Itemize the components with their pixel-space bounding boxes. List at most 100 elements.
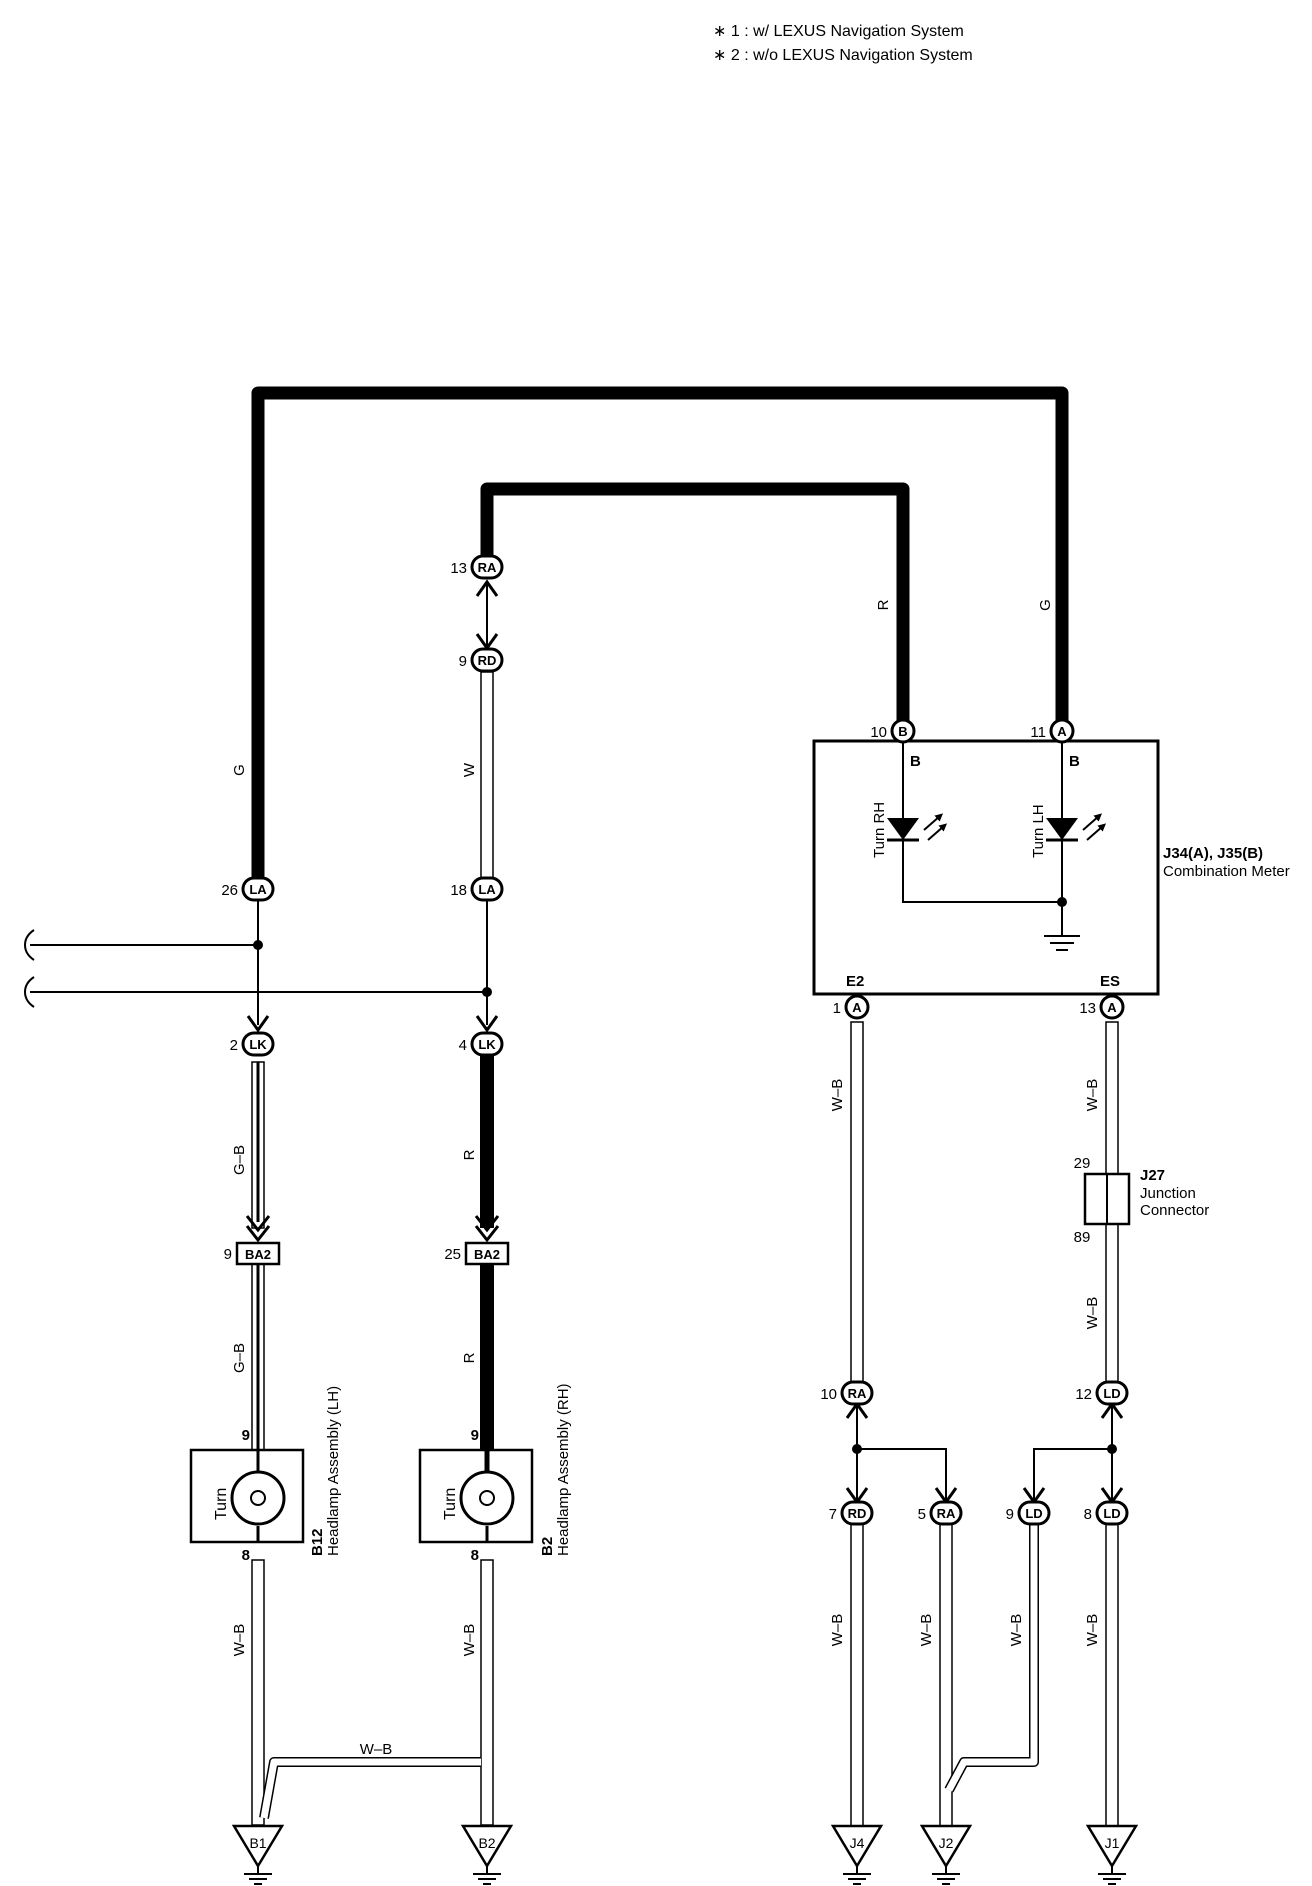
connector-ra-13: RA 13 [450,554,504,580]
connector-meter-a-1: A 1 [833,994,870,1020]
connector-ra-5: RA 5 [918,1500,963,1526]
wire-wb-j2b [944,1522,1039,1793]
connector-code: LK [249,1037,267,1052]
connector-pin: 26 [221,882,238,899]
headlamp-lh: Turn 9 8 B12 Headlamp Assembly (LH) [189,1386,342,1564]
connector-pin: 13 [450,560,467,577]
wire-wb-e2 [850,1021,864,1383]
bulb-icon [459,1470,515,1526]
junction-pin-top: 29 [1074,1155,1091,1172]
label-wire-gb-lower: G–B [231,1343,248,1373]
wire-wb-es [1105,1021,1119,1383]
meter-e2-label: E2 [846,973,864,990]
connector-pin: 10 [820,1386,837,1403]
wire-wb-bridge [259,1757,481,1819]
connector-code: RD [848,1506,867,1521]
junction-name-1: Junction [1140,1185,1196,1202]
wire-wb-b12 [251,1559,265,1826]
headlamp-lh-id: B12 [309,1528,326,1556]
note-1: ∗ 1 : w/ LEXUS Navigation System [713,23,964,40]
branch-dots [253,897,1117,1454]
wire-wb-j1 [1105,1521,1119,1828]
connector-la-26: LA 26 [221,876,275,902]
ground-b1: B1 [231,1824,285,1885]
ground-j2: J2 [919,1824,973,1885]
label-wire-wb-j1: W–B [1084,1614,1101,1647]
wire-wb-j4 [850,1521,864,1828]
connector-ld-8: LD 8 [1084,1500,1129,1526]
headlamp-lh-pin-top: 9 [242,1427,250,1444]
headlamp-rh-pin-bottom: 8 [471,1547,479,1564]
label-wire-wb-j2: W–B [918,1614,935,1647]
connector-code: B [898,724,907,739]
connector-pin: 7 [829,1506,837,1523]
connector-ba2-25: BA2 25 [444,1241,510,1266]
connector-code: LD [1103,1386,1120,1401]
label-wire-wb-es-upper: W–B [1084,1079,1101,1112]
headlamp-lh-pin-bottom: 8 [242,1547,250,1564]
connector-pin: 5 [918,1506,926,1523]
connector-code: RA [478,560,497,575]
connector-ra-10: RA 10 [820,1380,874,1406]
ground-label: J1 [1105,1835,1120,1851]
note-2: ∗ 2 : w/o LEXUS Navigation System [713,47,973,64]
led-turn-lh [1046,813,1107,842]
headlamp-rh-pin-top: 9 [471,1427,479,1444]
connector-pin: 1 [833,1000,841,1017]
connector-meter-b-10: B 10 [870,718,916,744]
connector-code: BA2 [245,1247,271,1262]
connector-lk-4: LK 4 [459,1031,504,1057]
label-wire-r-lower: R [461,1352,478,1363]
combination-meter: B B Turn RH Turn LH E2 ES [812,739,1160,996]
label-wire-gb-upper: G–B [231,1145,248,1175]
connector-pin: 9 [1006,1506,1014,1523]
meter-turn-rh-label: Turn RH [871,802,888,858]
wire-r-main [480,482,910,725]
junction-id: J27 [1140,1167,1165,1184]
label-wire-wb-bridge: W–B [360,1741,393,1758]
label-wire-wb-es-lower: W–B [1084,1297,1101,1330]
break-marks [24,929,35,1008]
ground-label: J4 [850,1835,865,1851]
label-wire-g-top: G [1037,599,1054,611]
ground-label: B2 [478,1835,495,1851]
label-wire-wb-j4: W–B [829,1614,846,1647]
connector-ba2-9: BA2 9 [224,1241,281,1266]
meter-id: J34(A), J35(B) [1163,845,1263,862]
headlamp-lh-name: Headlamp Assembly (LH) [325,1386,342,1556]
meter-turn-lh-label: Turn LH [1030,804,1047,858]
connector-pin: 12 [1075,1386,1092,1403]
connector-la-18: LA 18 [450,876,504,902]
connector-meter-a-13: A 13 [1079,994,1125,1020]
thin-wires [30,583,1113,1502]
headlamp-rh: Turn 9 8 B2 Headlamp Assembly (RH) [418,1383,572,1564]
junction-connector: 29 89 J27 Junction Connector [1074,1155,1210,1246]
ground-j4: J4 [830,1824,884,1885]
label-wire-g-left: G [231,764,248,776]
label-wire-wb-b12: W–B [231,1624,248,1657]
connector-code: LA [478,882,496,897]
connector-rd-7: RD 7 [829,1500,874,1526]
wire-labels: R G G W G–B R G–B R W–B W–B W–B W–B W–B … [231,599,1101,1758]
ground-j1: J1 [1085,1824,1139,1885]
wire-w [480,671,494,889]
label-wire-r-top: R [875,599,892,610]
wire-g-main [251,386,1069,880]
connector-pin: 10 [870,724,887,741]
headlamp-rh-id: B2 [539,1537,556,1556]
label-wire-wb-b2: W–B [461,1624,478,1657]
connector-code: A [1107,1000,1117,1015]
connector-code: RA [937,1506,956,1521]
meter-pin-b-right: B [1069,753,1080,770]
connector-meter-a-11: A 11 [1030,718,1075,744]
label-wire-r-upper: R [461,1149,478,1160]
meter-pin-b-left: B [910,753,921,770]
connector-code: LD [1025,1506,1042,1521]
connector-pin: 25 [444,1246,461,1263]
ground-b2: B2 [460,1824,514,1885]
notes: ∗ 1 : w/ LEXUS Navigation System ∗ 2 : w… [713,20,973,68]
label-wire-wb-j2b: W–B [1008,1614,1025,1647]
connector-pin: 18 [450,882,467,899]
meter-ground-icon [1044,935,1080,951]
connector-code: A [1057,724,1067,739]
